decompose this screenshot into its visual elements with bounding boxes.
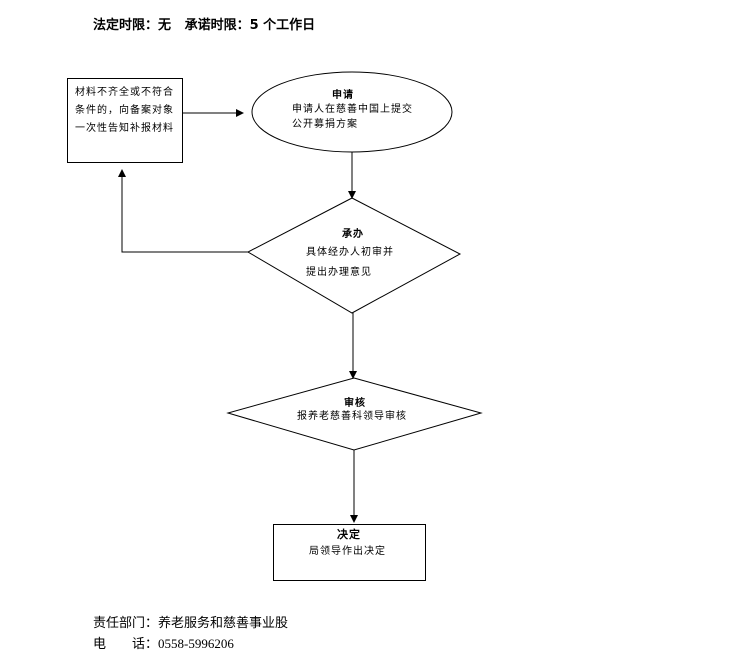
legal-limit: 法定时限：无 (93, 18, 172, 33)
arrow-handle-to-return (118, 169, 248, 253)
promise-limit: 承诺时限：5 个工作日 (184, 18, 316, 33)
time-limits: 法定时限：无 承诺时限：5 个工作日 (93, 14, 315, 33)
handle-diamond (246, 197, 462, 314)
apply-line2: 公开募捐方案 (292, 119, 358, 130)
return-box-shape (67, 78, 183, 163)
decide-title: 决定 (337, 528, 361, 541)
responsible-dept: 责任部门：养老服务和慈善事业股 (93, 612, 288, 631)
decide-line1: 局领导作出决定 (309, 546, 386, 557)
dept-value: 养老服务和慈善事业股 (158, 616, 289, 631)
return-box-text: 材料不齐全或不符合条件的，向备案对象一次性告知补报材料 (75, 87, 174, 134)
handle-line2: 提出办理意见 (306, 267, 372, 278)
handle-line1: 具体经办人初审并 (306, 247, 394, 258)
phone-label: 电 话： (93, 637, 159, 652)
decide-box-shape (273, 524, 426, 581)
phone-value: 0558-5996206 (158, 636, 234, 651)
dept-label: 责任部门： (93, 616, 159, 631)
review-line1: 报养老慈善科领导审核 (297, 411, 407, 422)
review-title: 审核 (344, 398, 366, 409)
apply-title: 申请 (332, 90, 354, 101)
handle-title: 承办 (342, 229, 364, 240)
apply-line1: 申请人在慈善中国上提交 (292, 104, 413, 115)
phone: 电 话：0558-5996206 (93, 633, 234, 652)
